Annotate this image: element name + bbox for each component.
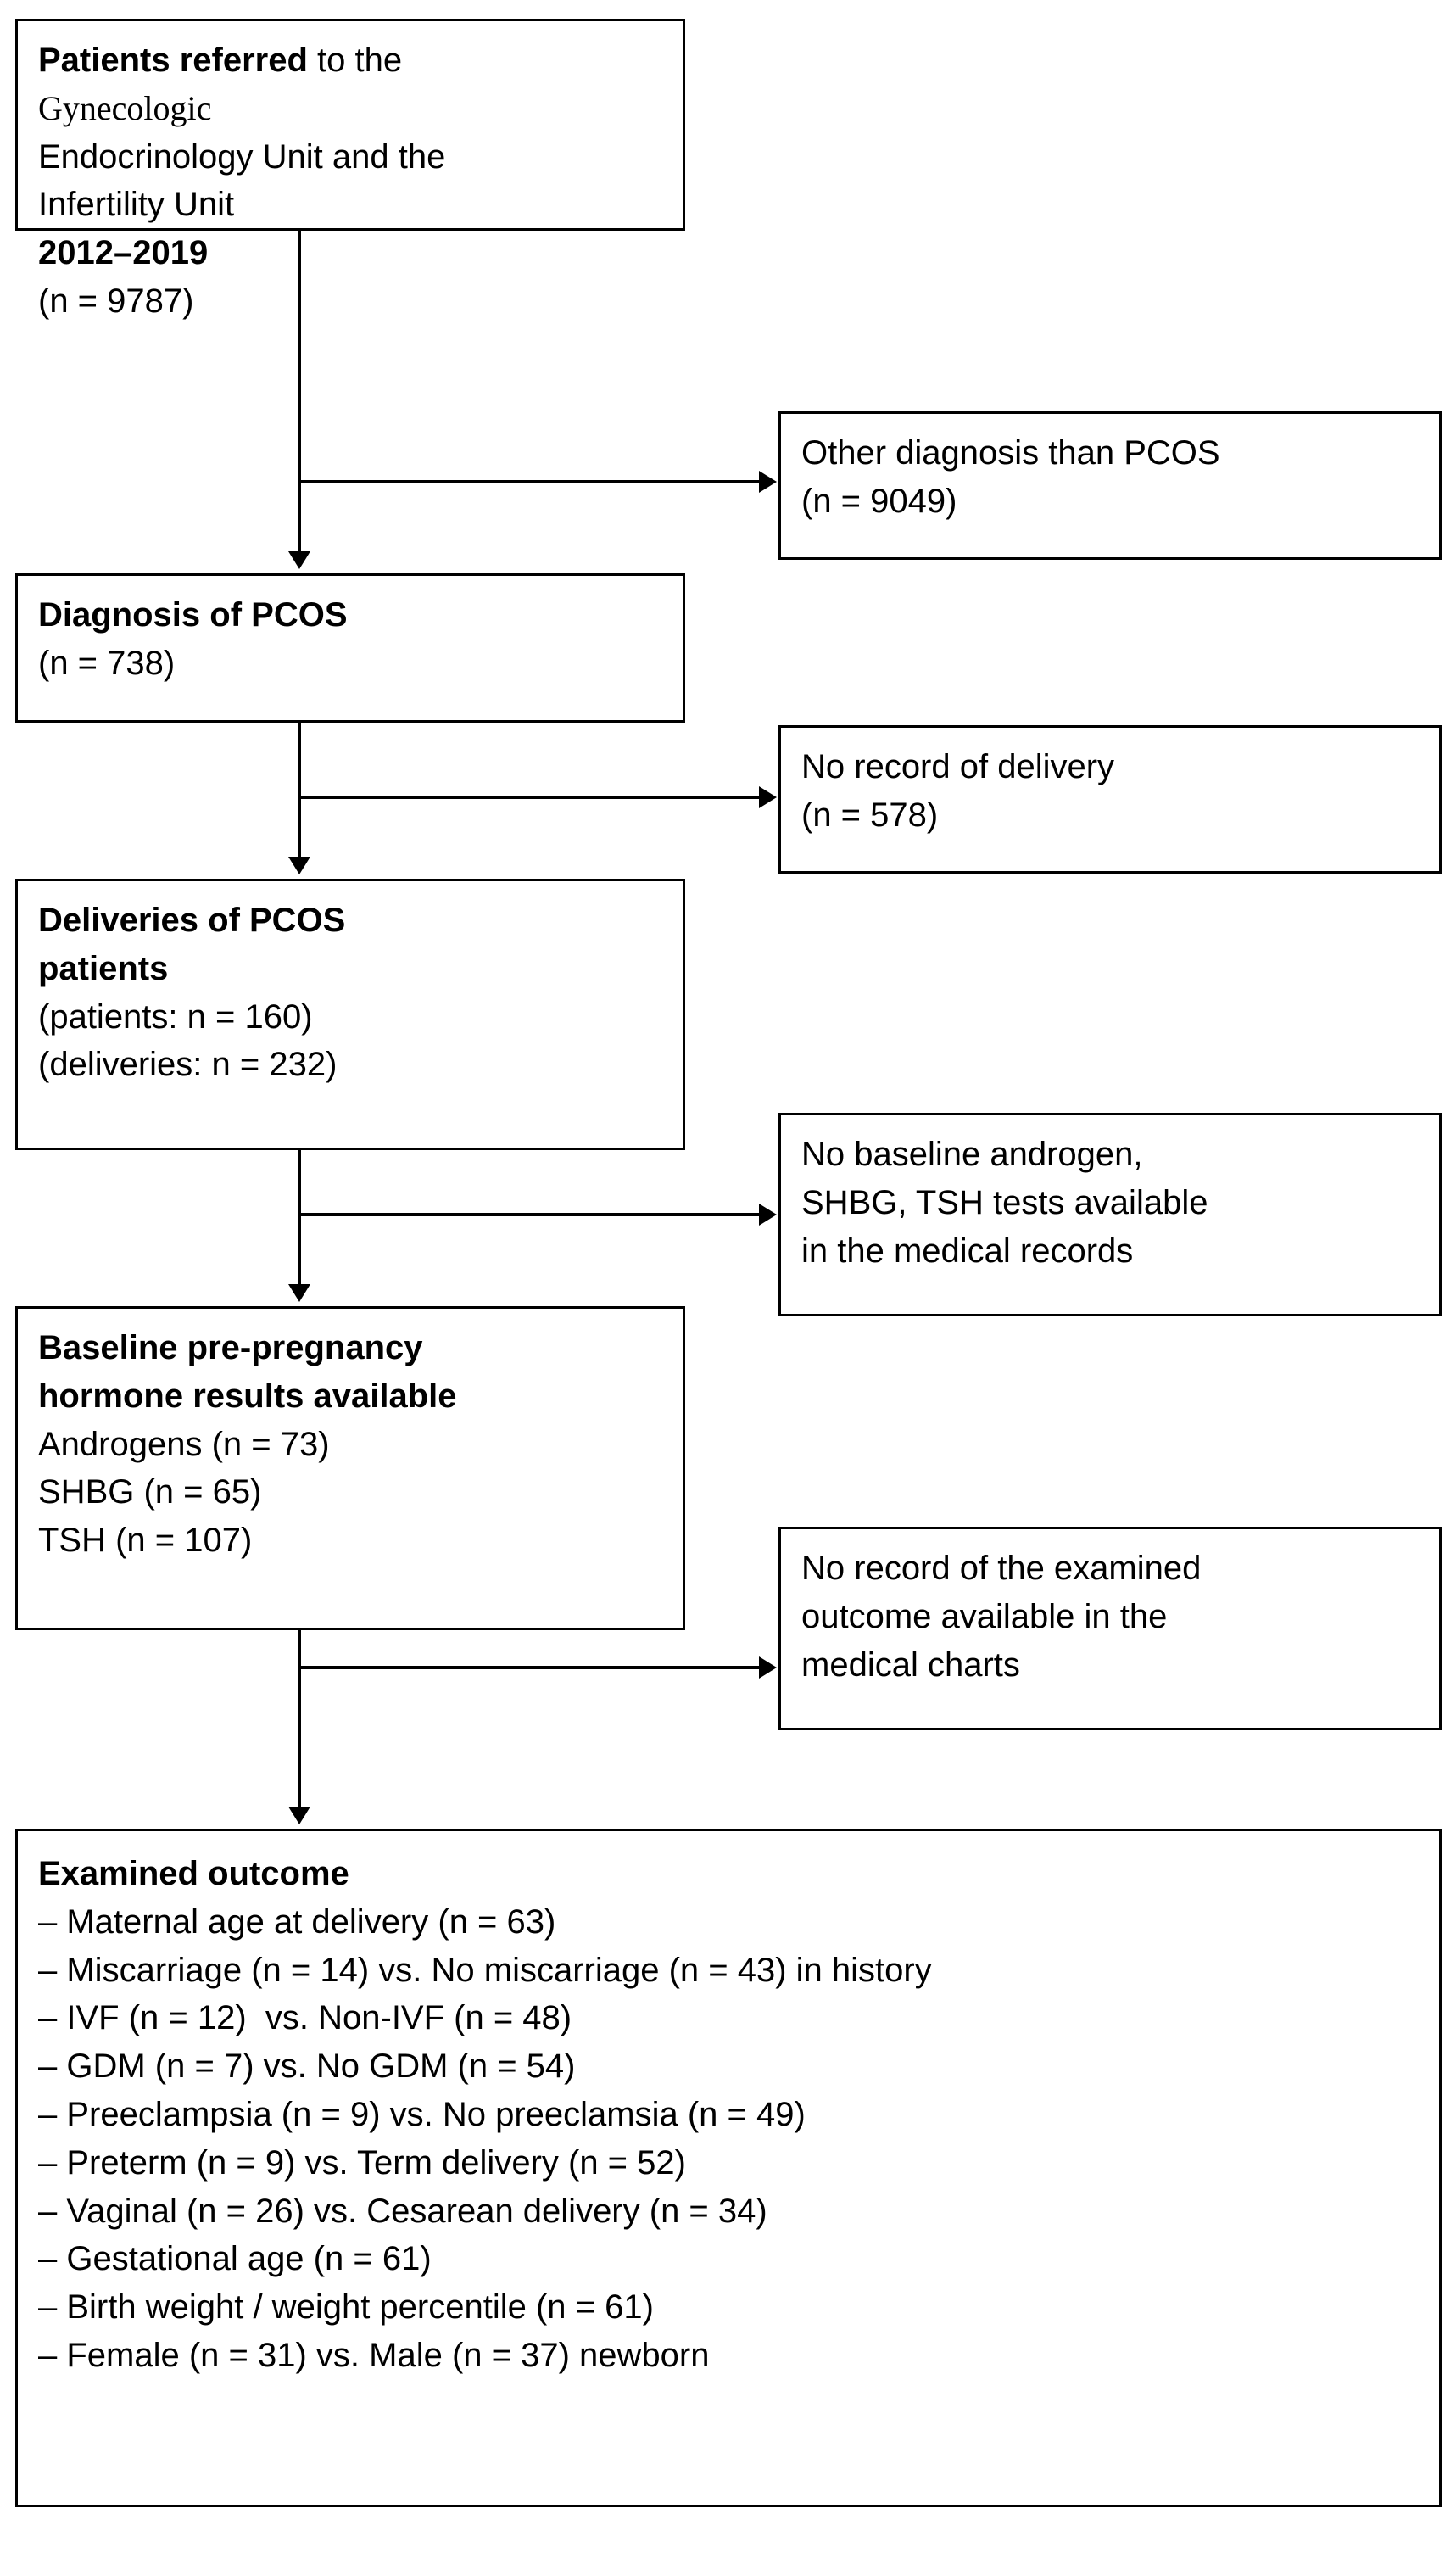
node-examined-outcome: Examined outcome – Maternal age at deliv…	[15, 1829, 1442, 2507]
examined-outcome-item: – Maternal age at delivery (n = 63)	[38, 1902, 556, 1941]
examined-outcome-item: – IVF (n = 12) vs. Non-IVF (n = 48)	[38, 1999, 572, 2037]
connector-baseline-to-outcome	[298, 1630, 301, 1813]
node-no-baseline-tests: No baseline androgen, SHBG, TSH tests av…	[778, 1113, 1442, 1316]
arrowhead-deliveries-to-baseline	[288, 1284, 310, 1302]
arrowhead-referred-to-pcos	[288, 551, 310, 569]
node-patients-referred: Patients referred to the Gynecologic End…	[15, 19, 685, 320]
node-no-record-of-delivery-count: (n = 578)	[801, 796, 939, 834]
node-patients-referred-line-4: Infertility Unit	[38, 186, 235, 224]
node-patients-referred-bold-lead: Patients referred	[38, 42, 308, 79]
node-baseline-hormone-title-line-1: Baseline pre-pregnancy	[38, 1329, 423, 1366]
connector-baseline-to-no-outcome-record	[298, 1666, 762, 1669]
node-baseline-hormone-title-line-2: hormone results available	[38, 1377, 457, 1415]
node-patients-referred-lead-rest: to the	[307, 42, 403, 79]
examined-outcome-item: – Female (n = 31) vs. Male (n = 37) newb…	[38, 2336, 710, 2374]
node-other-diagnosis-count: (n = 9049)	[801, 482, 957, 520]
arrowhead-pcos-to-no-delivery	[759, 786, 777, 808]
node-no-baseline-tests-line-3: in the medical records	[801, 1232, 1134, 1270]
connector-deliveries-to-no-baseline-tests	[298, 1213, 762, 1216]
connector-referred-to-pcos	[298, 231, 301, 557]
node-deliveries-patients-count: (patients: n = 160)	[38, 997, 313, 1036]
connector-referred-to-other-diagnosis	[298, 480, 762, 483]
node-no-outcome-record-line-2: outcome available in the	[801, 1597, 1168, 1635]
node-no-outcome-record-line-1: No record of the examined	[801, 1550, 1202, 1587]
node-baseline-hormone-androgens: Androgens (n = 73)	[38, 1425, 330, 1463]
examined-outcome-item: – Vaginal (n = 26) vs. Cesarean delivery…	[38, 2192, 767, 2230]
node-patients-referred-years: 2012–2019	[38, 234, 209, 272]
node-patients-referred-count: (n = 9787)	[38, 282, 194, 320]
node-patients-referred-line-3: Endocrinology Unit and the	[38, 137, 446, 176]
examined-outcome-item: – Preeclampsia (n = 9) vs. No preeclamsi…	[38, 2095, 806, 2133]
node-deliveries-deliveries-count: (deliveries: n = 232)	[38, 1046, 338, 1084]
node-no-record-of-delivery: No record of delivery (n = 578)	[778, 725, 1442, 874]
node-no-outcome-record-line-3: medical charts	[801, 1645, 1020, 1684]
node-deliveries-title-line-1: Deliveries of PCOS	[38, 902, 346, 939]
node-diagnosis-of-pcos: Diagnosis of PCOS (n = 738)	[15, 573, 685, 723]
connector-pcos-to-no-delivery	[298, 796, 762, 799]
node-examined-outcome-title: Examined outcome	[38, 1855, 349, 1892]
arrowhead-baseline-to-outcome	[288, 1807, 310, 1824]
node-baseline-hormone-shbg: SHBG (n = 65)	[38, 1473, 262, 1511]
node-baseline-hormone-results: Baseline pre-pregnancy hormone results a…	[15, 1306, 685, 1630]
node-no-baseline-tests-line-1: No baseline androgen,	[801, 1136, 1143, 1173]
arrowhead-referred-to-other-diagnosis	[759, 471, 777, 493]
examined-outcome-item: – GDM (n = 7) vs. No GDM (n = 54)	[38, 2047, 576, 2086]
node-other-diagnosis-line-1: Other diagnosis than PCOS	[801, 434, 1220, 472]
arrowhead-baseline-to-no-outcome-record	[759, 1656, 777, 1679]
arrowhead-deliveries-to-no-baseline-tests	[759, 1204, 777, 1226]
node-patients-referred-line-2: Gynecologic	[38, 88, 212, 127]
connector-deliveries-to-baseline	[298, 1150, 301, 1290]
node-no-baseline-tests-line-2: SHBG, TSH tests available	[801, 1183, 1208, 1221]
node-diagnosis-of-pcos-count: (n = 738)	[38, 644, 176, 682]
node-no-record-of-delivery-line-1: No record of delivery	[801, 748, 1115, 785]
node-diagnosis-of-pcos-title: Diagnosis of PCOS	[38, 596, 348, 634]
node-baseline-hormone-tsh: TSH (n = 107)	[38, 1522, 253, 1560]
node-deliveries-title-line-2: patients	[38, 949, 169, 987]
examined-outcome-item: – Miscarriage (n = 14) vs. No miscarriag…	[38, 1951, 932, 1989]
arrowhead-pcos-to-deliveries	[288, 857, 310, 874]
examined-outcome-item: – Birth weight / weight percentile (n = …	[38, 2288, 654, 2327]
node-patients-referred-line-1: Patients referred to the	[38, 36, 664, 85]
node-no-outcome-record: No record of the examined outcome availa…	[778, 1527, 1442, 1730]
node-other-diagnosis: Other diagnosis than PCOS (n = 9049)	[778, 411, 1442, 560]
examined-outcome-item: – Preterm (n = 9) vs. Term delivery (n =…	[38, 2143, 686, 2182]
connector-pcos-to-deliveries	[298, 723, 301, 863]
node-deliveries-of-pcos-patients: Deliveries of PCOS patients (patients: n…	[15, 879, 685, 1150]
examined-outcome-item: – Gestational age (n = 61)	[38, 2240, 432, 2278]
